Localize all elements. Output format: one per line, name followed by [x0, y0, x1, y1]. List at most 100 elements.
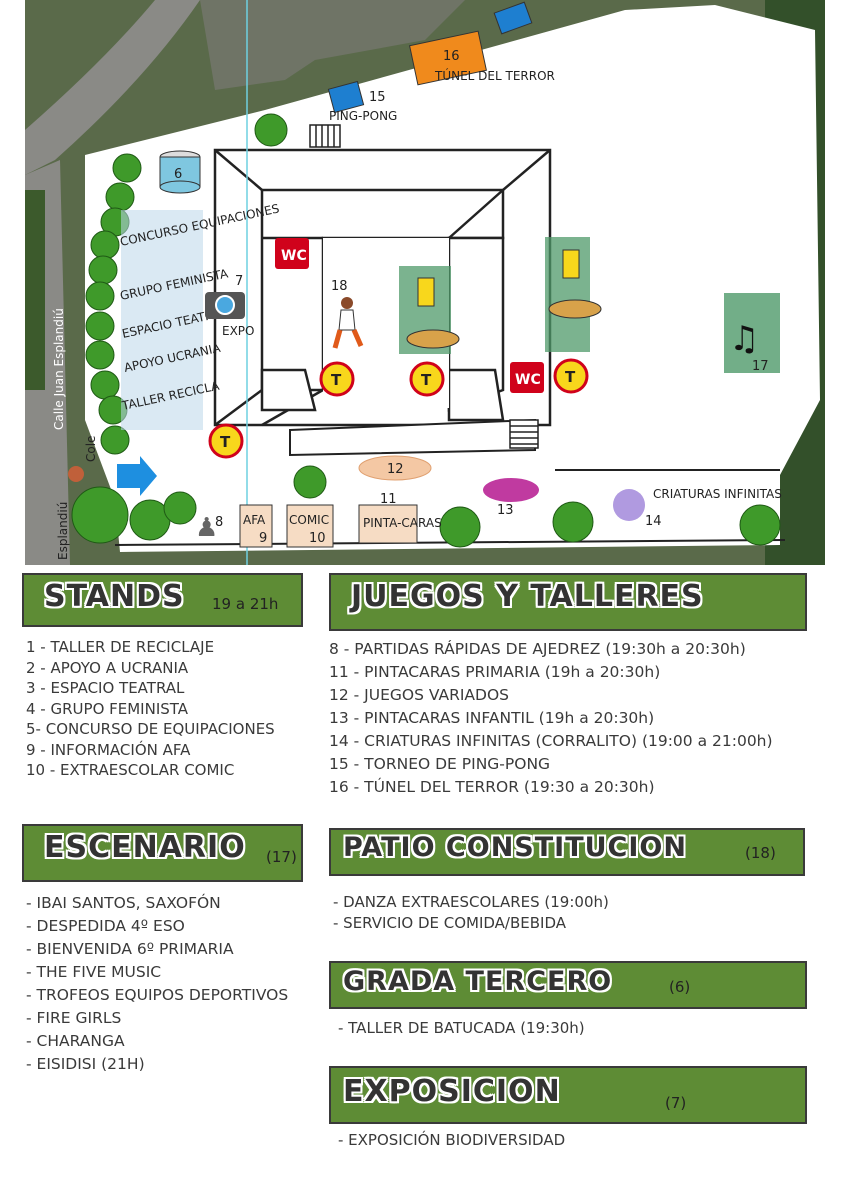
street-label: Calle Juan Esplandiú: [52, 308, 66, 430]
juegos-header: JUEGOS Y TALLERES: [329, 573, 807, 631]
sandwich-icon-2: [548, 299, 602, 319]
list-item: - THE FIVE MUSIC: [26, 963, 162, 981]
toilet-4: T: [220, 433, 231, 451]
music-notes-icon: ♫: [729, 319, 759, 359]
list-item: 10 - EXTRAESCOLAR COMIC: [26, 761, 235, 779]
creature-icon: [613, 489, 645, 521]
chess-pawn-icon: ♟: [195, 513, 218, 543]
list-item: 8 - PARTIDAS RÁPIDAS DE AJEDREZ (19:30h …: [329, 640, 746, 658]
zone-10-label: COMIC: [289, 513, 329, 527]
zone-6-number: 6: [174, 167, 182, 182]
pingpong-table-icon: [327, 80, 365, 114]
zone-15-number: 15: [369, 90, 386, 105]
zone-16-label: TÚNEL DEL TERROR: [434, 68, 555, 83]
list-item: - TROFEOS EQUIPOS DEPORTIVOS: [26, 986, 289, 1004]
stands-header: STANDS 19 a 21h: [22, 573, 303, 627]
zone-14-creatures: 14 CRIATURAS INFINITAS: [613, 487, 782, 529]
escenario-title: ESCENARIO: [44, 830, 246, 865]
list-item: - DESPEDIDA 4º ESO: [26, 917, 185, 935]
list-item: 4 - GRUPO FEMINISTA: [26, 699, 189, 718]
street-label-cole: Cole: [84, 436, 98, 462]
wc-1: WC: [275, 238, 309, 269]
zone-7-expo: 7 EXPO: [205, 274, 254, 338]
list-item: - SERVICIO DE COMIDA/BEBIDA: [333, 913, 567, 932]
list-item: 12 - JUEGOS VARIADOS: [329, 686, 509, 704]
list-item: 15 - TORNEO DE PING-PONG: [329, 755, 551, 773]
list-item: - BIENVENIDA 6º PRIMARIA: [26, 940, 234, 958]
zone-14-label: CRIATURAS INFINITAS: [653, 487, 782, 501]
dancer-icon: [341, 297, 353, 309]
wc-2-label: WC: [515, 372, 541, 388]
zone-9-label: AFA: [243, 513, 266, 527]
list-item: - CHARANGA: [26, 1032, 125, 1050]
escenario-subtitle: (17): [266, 848, 297, 866]
list-item: 1 - TALLER DE RECICLAJE: [26, 638, 215, 656]
toilet-2: T: [421, 371, 432, 389]
toilet-markers: T T T T: [208, 358, 589, 459]
zone-10-comic: COMIC 10: [286, 504, 334, 548]
exposicion-list: - EXPOSICIÓN BIODIVERSIDAD: [338, 1130, 565, 1151]
event-map: CONCURSO EQUIPACIONES GRUPO FEMINISTA ES…: [25, 0, 825, 565]
patio-header: PATIO CONSTITUCION (18): [329, 828, 805, 876]
list-item: - EXPOSICIÓN BIODIVERSIDAD: [338, 1131, 566, 1149]
pingpong-table-icon-2: [493, 1, 533, 35]
juegos-title: JUEGOS Y TALLERES: [351, 579, 704, 614]
stands-subtitle: 19 a 21h: [212, 595, 279, 613]
list-item: - DANZA EXTRAESCOLARES (19:00h): [333, 893, 609, 911]
list-item: 14 - CRIATURAS INFINITAS (CORRALITO) (19…: [329, 732, 773, 750]
zone-13-facepaint: 13: [483, 478, 539, 518]
exposicion-subtitle: (7): [665, 1094, 687, 1112]
exposicion-title: EXPOSICION: [343, 1074, 561, 1109]
stairs: [309, 124, 539, 449]
toilet-1: T: [331, 371, 342, 389]
mask-icon: [483, 478, 539, 502]
escenario-list: - IBAI SANTOS, SAXOFÓN - DESPEDIDA 4º ES…: [26, 892, 288, 1076]
wc-2: WC: [510, 362, 544, 393]
list-item: - IBAI SANTOS, SAXOFÓN: [26, 894, 221, 912]
list-item: 11 - PINTACARAS PRIMARIA (19h a 20:30h): [329, 663, 661, 681]
stands-title: STANDS: [44, 579, 185, 614]
zone-15-pingpong: 15 PING-PONG: [327, 80, 397, 123]
zone-7-number: 7: [235, 274, 243, 289]
grada-subtitle: (6): [669, 978, 691, 996]
zone-15-label: PING-PONG: [329, 109, 397, 123]
list-item: - FIRE GIRLS: [26, 1009, 122, 1027]
zone-12-games: 12: [358, 455, 432, 481]
street-label-esplandiu: Esplandiú: [56, 502, 70, 560]
list-item: 5- CONCURSO DE EQUIPACIONES: [26, 720, 275, 738]
list-item: 13 - PINTACARAS INFANTIL (19h a 20:30h): [329, 709, 655, 727]
list-item: 3 - ESPACIO TEATRAL: [26, 679, 185, 697]
porch: [289, 418, 536, 457]
sandwich-icon: [406, 329, 460, 349]
drink-icon: [417, 277, 435, 307]
drink-icon-2: [562, 249, 580, 279]
road: [25, 0, 200, 175]
zone-10-number: 10: [309, 531, 326, 546]
tree-group: [71, 113, 781, 548]
wc-1-label: WC: [281, 248, 307, 264]
location-pin-icon: [68, 466, 84, 482]
zone-11-label: PINTA-CARAS: [363, 516, 442, 530]
zone-7-label: EXPO: [222, 324, 254, 338]
zone-16-number: 16: [443, 49, 460, 64]
list-item: - EISIDISI (21H): [26, 1055, 145, 1073]
escenario-header: ESCENARIO (17): [22, 824, 303, 882]
list-item: 16 - TÚNEL DEL TERROR (19:30 a 20:30h): [329, 778, 655, 796]
buildings-top: [200, 0, 465, 90]
zone-13-number: 13: [497, 503, 514, 518]
zone-16-tunnel: 16 TÚNEL DEL TERROR: [409, 30, 555, 86]
zone-9-afa: AFA 9: [239, 504, 273, 548]
food-stalls: [399, 237, 602, 354]
patio-subtitle: (18): [745, 844, 776, 862]
stands-list: 1 - TALLER DE RECICLAJE 2 - APOYO A UCRA…: [26, 637, 275, 781]
zone-17-stage: ♫ 17: [724, 293, 780, 374]
zone-6-drum: 6: [159, 150, 201, 194]
exposicion-header: EXPOSICION (7): [329, 1066, 807, 1124]
zone-14-number: 14: [645, 514, 662, 529]
zone-18-dance: 18: [331, 279, 364, 349]
zone-11-facepaint: 11 PINTA-CARAS: [358, 492, 442, 544]
patio-list: - DANZA EXTRAESCOLARES (19:00h) - SERVIC…: [333, 892, 609, 933]
juegos-list: 8 - PARTIDAS RÁPIDAS DE AJEDREZ (19:30h …: [329, 638, 773, 799]
grada-list: - TALLER DE BATUCADA (19:30h): [338, 1018, 585, 1039]
zone-8-chess: ♟ 8: [195, 513, 223, 543]
